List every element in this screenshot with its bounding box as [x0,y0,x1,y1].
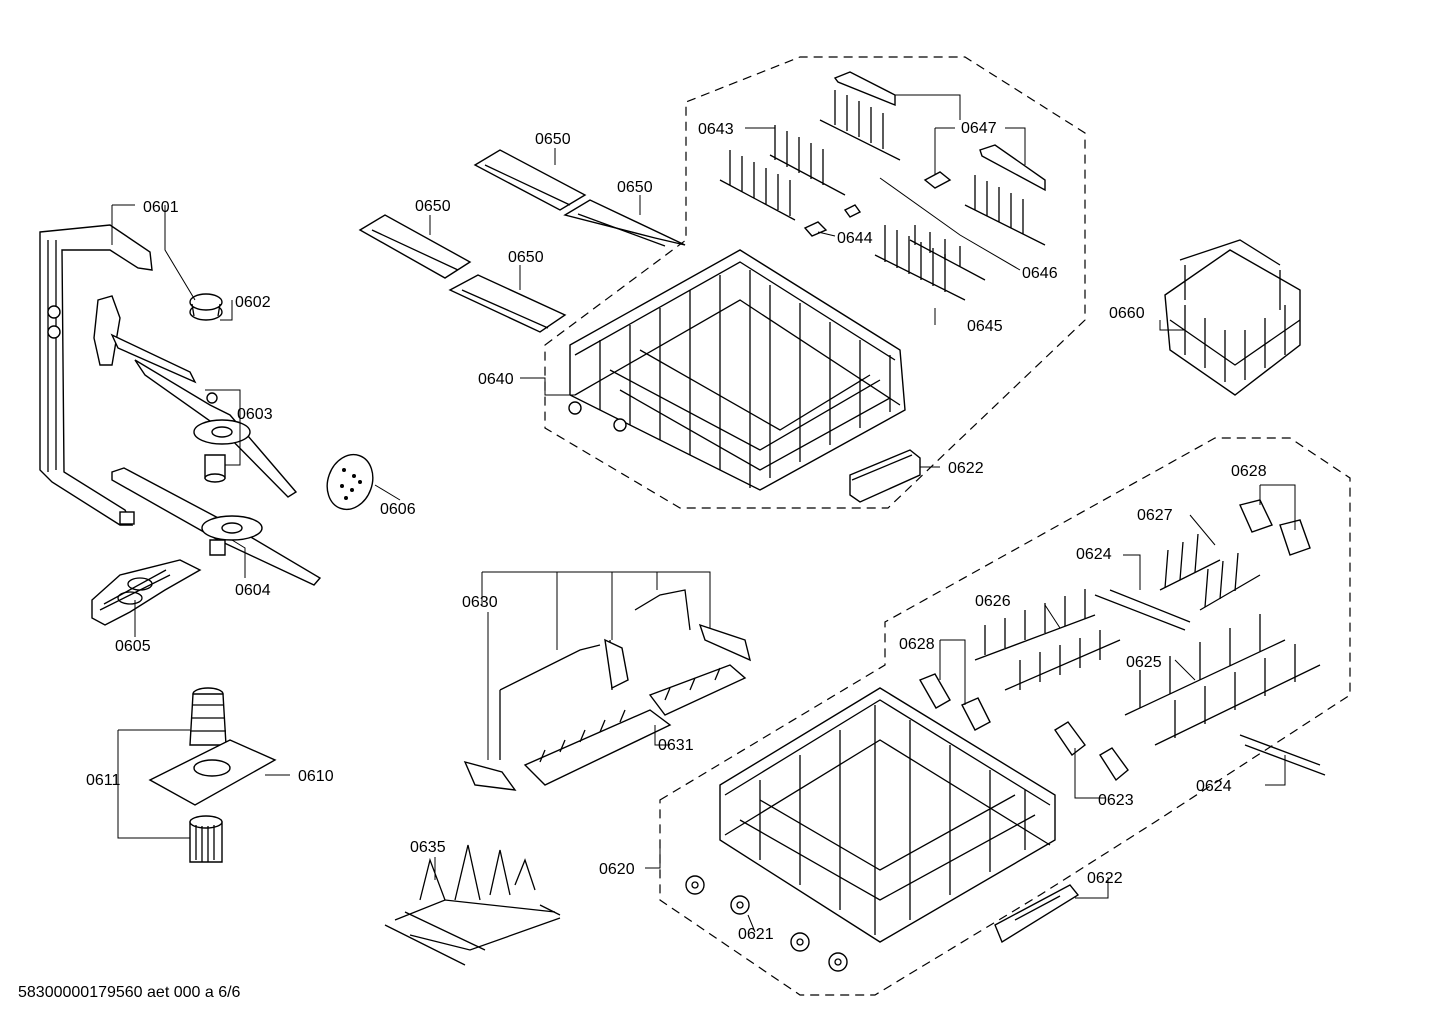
label-0606: 0606 [380,501,416,518]
part-labels: 0601 0602 0603 0604 0605 0606 0610 0611 … [86,120,1267,943]
label-0603: 0603 [237,406,273,423]
basket-wheels [685,875,848,972]
spray-arm-supply-pipe [39,224,153,526]
plate-rack-insert [384,844,561,966]
spray-arm-coupling [189,293,223,321]
protective-mats [358,149,686,333]
label-0627: 0627 [1137,507,1173,524]
spray-nozzle-disk [326,453,374,511]
cutlery-basket [1164,239,1301,396]
label-0604: 0604 [235,582,271,599]
label-0647: 0647 [961,120,997,137]
filter-assembly [148,687,277,863]
tine-clips [803,171,952,237]
upper-basket-group-outline [544,56,1086,509]
leader-lines [111,94,1296,933]
label-0630: 0630 [462,594,498,611]
label-0624-upper: 0624 [1076,546,1112,563]
label-0628-right: 0628 [1231,463,1267,480]
upper-dish-basket [568,249,906,491]
lower-dish-basket [719,687,1056,943]
lower-tine-rows [974,533,1326,776]
upper-basket-handle [849,449,921,503]
label-0611: 0611 [86,772,121,789]
document-reference-footer: 58300000179560 aet 000 a 6/6 [18,984,241,1001]
label-0628-left: 0628 [899,636,935,653]
label-0635: 0635 [410,839,446,856]
spray-arm-cover [91,559,202,626]
knife-rack-tines [874,225,986,301]
label-0622-upper: 0622 [948,460,984,477]
label-0644: 0644 [837,230,873,247]
upper-spray-arm [93,295,298,498]
label-0646: 0646 [1022,265,1058,282]
cup-rack-tines [719,125,846,221]
label-0650-bottom: 0650 [508,249,544,266]
label-0650-top: 0650 [535,131,571,148]
lower-basket-group-outline [659,437,1351,996]
label-0650-left: 0650 [415,198,451,215]
label-0621: 0621 [738,926,774,943]
label-0610: 0610 [298,768,334,785]
label-0605: 0605 [115,638,151,655]
folding-rack [523,664,747,786]
label-0601: 0601 [143,199,179,216]
label-0602: 0602 [235,294,271,311]
lower-basket-handle [994,884,1080,944]
wire-supports [463,589,752,791]
label-0631: 0631 [658,737,694,754]
tine-holders [918,499,1311,782]
label-0625: 0625 [1126,654,1162,671]
label-0620: 0620 [599,861,635,878]
fold-down-tine-rack [819,71,1046,246]
label-0622-lower: 0622 [1087,870,1123,887]
label-0660: 0660 [1109,305,1145,322]
label-0623: 0623 [1098,792,1134,809]
label-0640: 0640 [478,371,514,388]
label-0645: 0645 [967,318,1003,335]
label-0643: 0643 [698,121,734,138]
label-0626: 0626 [975,593,1011,610]
label-0624-lower: 0624 [1196,778,1232,795]
label-0650-right: 0650 [617,179,653,196]
